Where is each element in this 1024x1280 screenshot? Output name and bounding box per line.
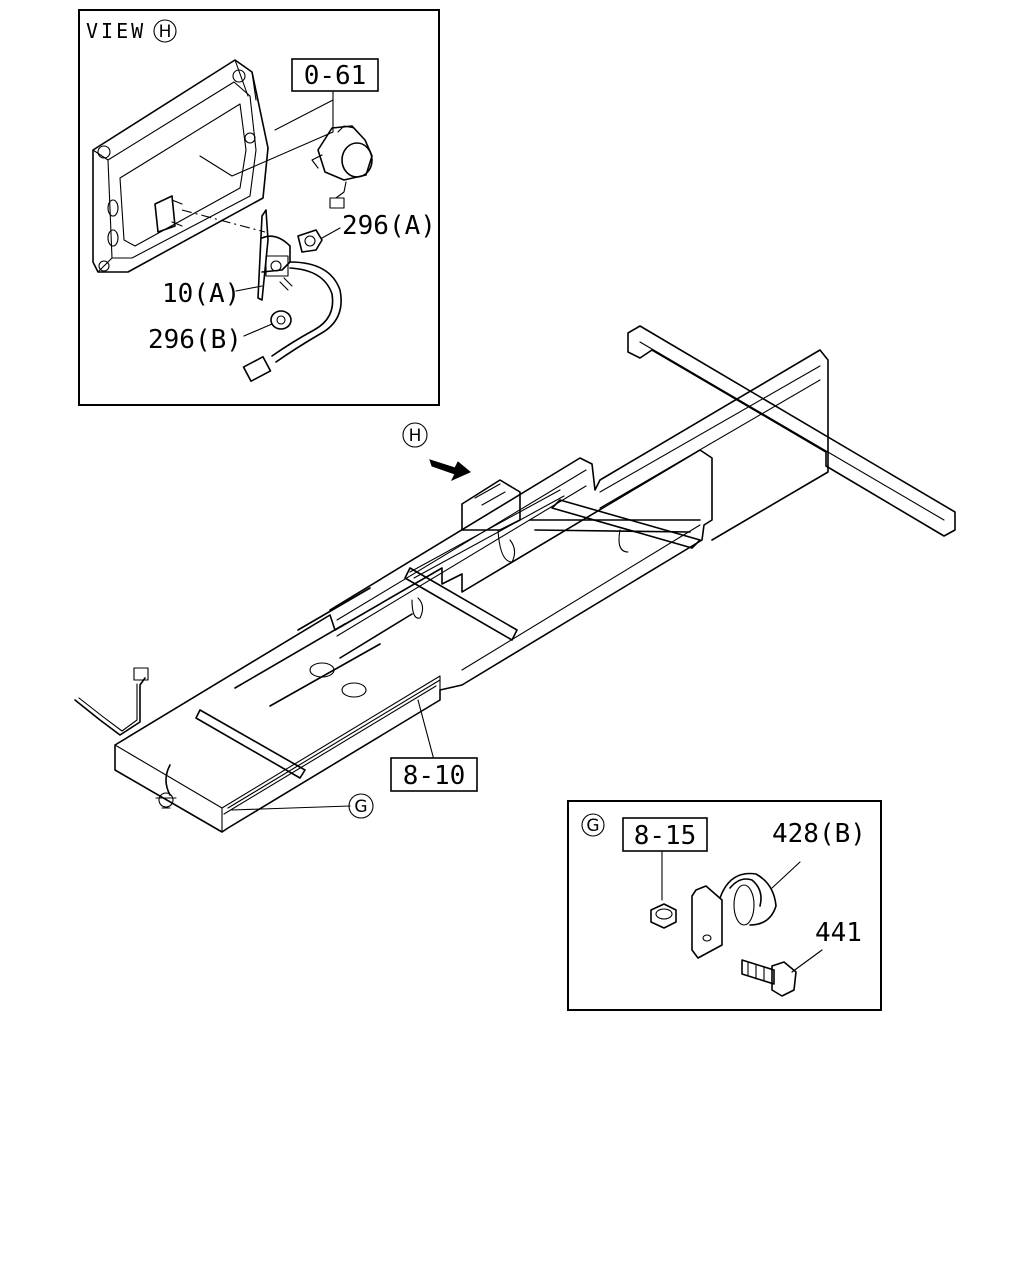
ref-box-8-15: [622, 817, 708, 852]
wire-harness: [223, 489, 565, 815]
crossmember-2: [195, 709, 306, 779]
nut-296a: [297, 229, 323, 253]
ref-8-10-label: 8-10: [403, 761, 466, 791]
callout-441: 441: [815, 918, 862, 948]
ref-8-15-label: 8-15: [634, 821, 697, 851]
detail-g-inset: G 8-15 428(B) 441: [567, 800, 882, 1011]
view-h-inset: VIEW H 0-: [78, 9, 440, 406]
clip-428b: [691, 872, 777, 959]
leader-0-61: [199, 91, 334, 177]
leader-8-10: [417, 699, 435, 761]
callout-10a: 10(A): [162, 279, 240, 309]
nut-296b: [270, 310, 292, 330]
leader-441: [791, 949, 823, 973]
bolt-441: [741, 959, 797, 997]
callout-428b: 428(B): [772, 819, 866, 849]
ref-0-61-label: 0-61: [304, 61, 367, 91]
main-marker-h-circle: [402, 422, 428, 448]
callout-296b: 296(B): [148, 325, 242, 355]
callout-296a: 296(A): [342, 211, 436, 241]
bracket-10a: [242, 209, 342, 383]
detail-g-marker-circle: [581, 813, 605, 837]
view-h-frame: [78, 9, 440, 406]
ref-box-8-10: [390, 757, 478, 792]
leader-10a: [235, 285, 263, 292]
leader-428b: [771, 861, 801, 889]
crossmember-1: [404, 567, 518, 641]
ref-box-0-61: [291, 58, 379, 92]
main-marker-g: G: [354, 797, 367, 817]
detail-g-marker: G: [586, 816, 599, 836]
view-h-marker-circle: [153, 19, 177, 43]
main-marker-g-circle: [348, 793, 374, 819]
chassis-frame: H: [74, 325, 956, 833]
view-h-title: VIEW: [86, 19, 146, 43]
leader-296a: [321, 227, 341, 239]
nut-8-15: [650, 903, 677, 929]
assembly-line-1: [181, 209, 266, 233]
leader-296b: [243, 323, 273, 337]
ecu-housing: [92, 59, 269, 273]
main-marker-h: H: [409, 426, 422, 446]
leader-g: [231, 805, 351, 811]
view-h-marker: H: [159, 22, 172, 42]
detail-g-frame: [567, 800, 882, 1011]
view-direction-arrow: [429, 459, 471, 482]
relay: [311, 125, 373, 209]
